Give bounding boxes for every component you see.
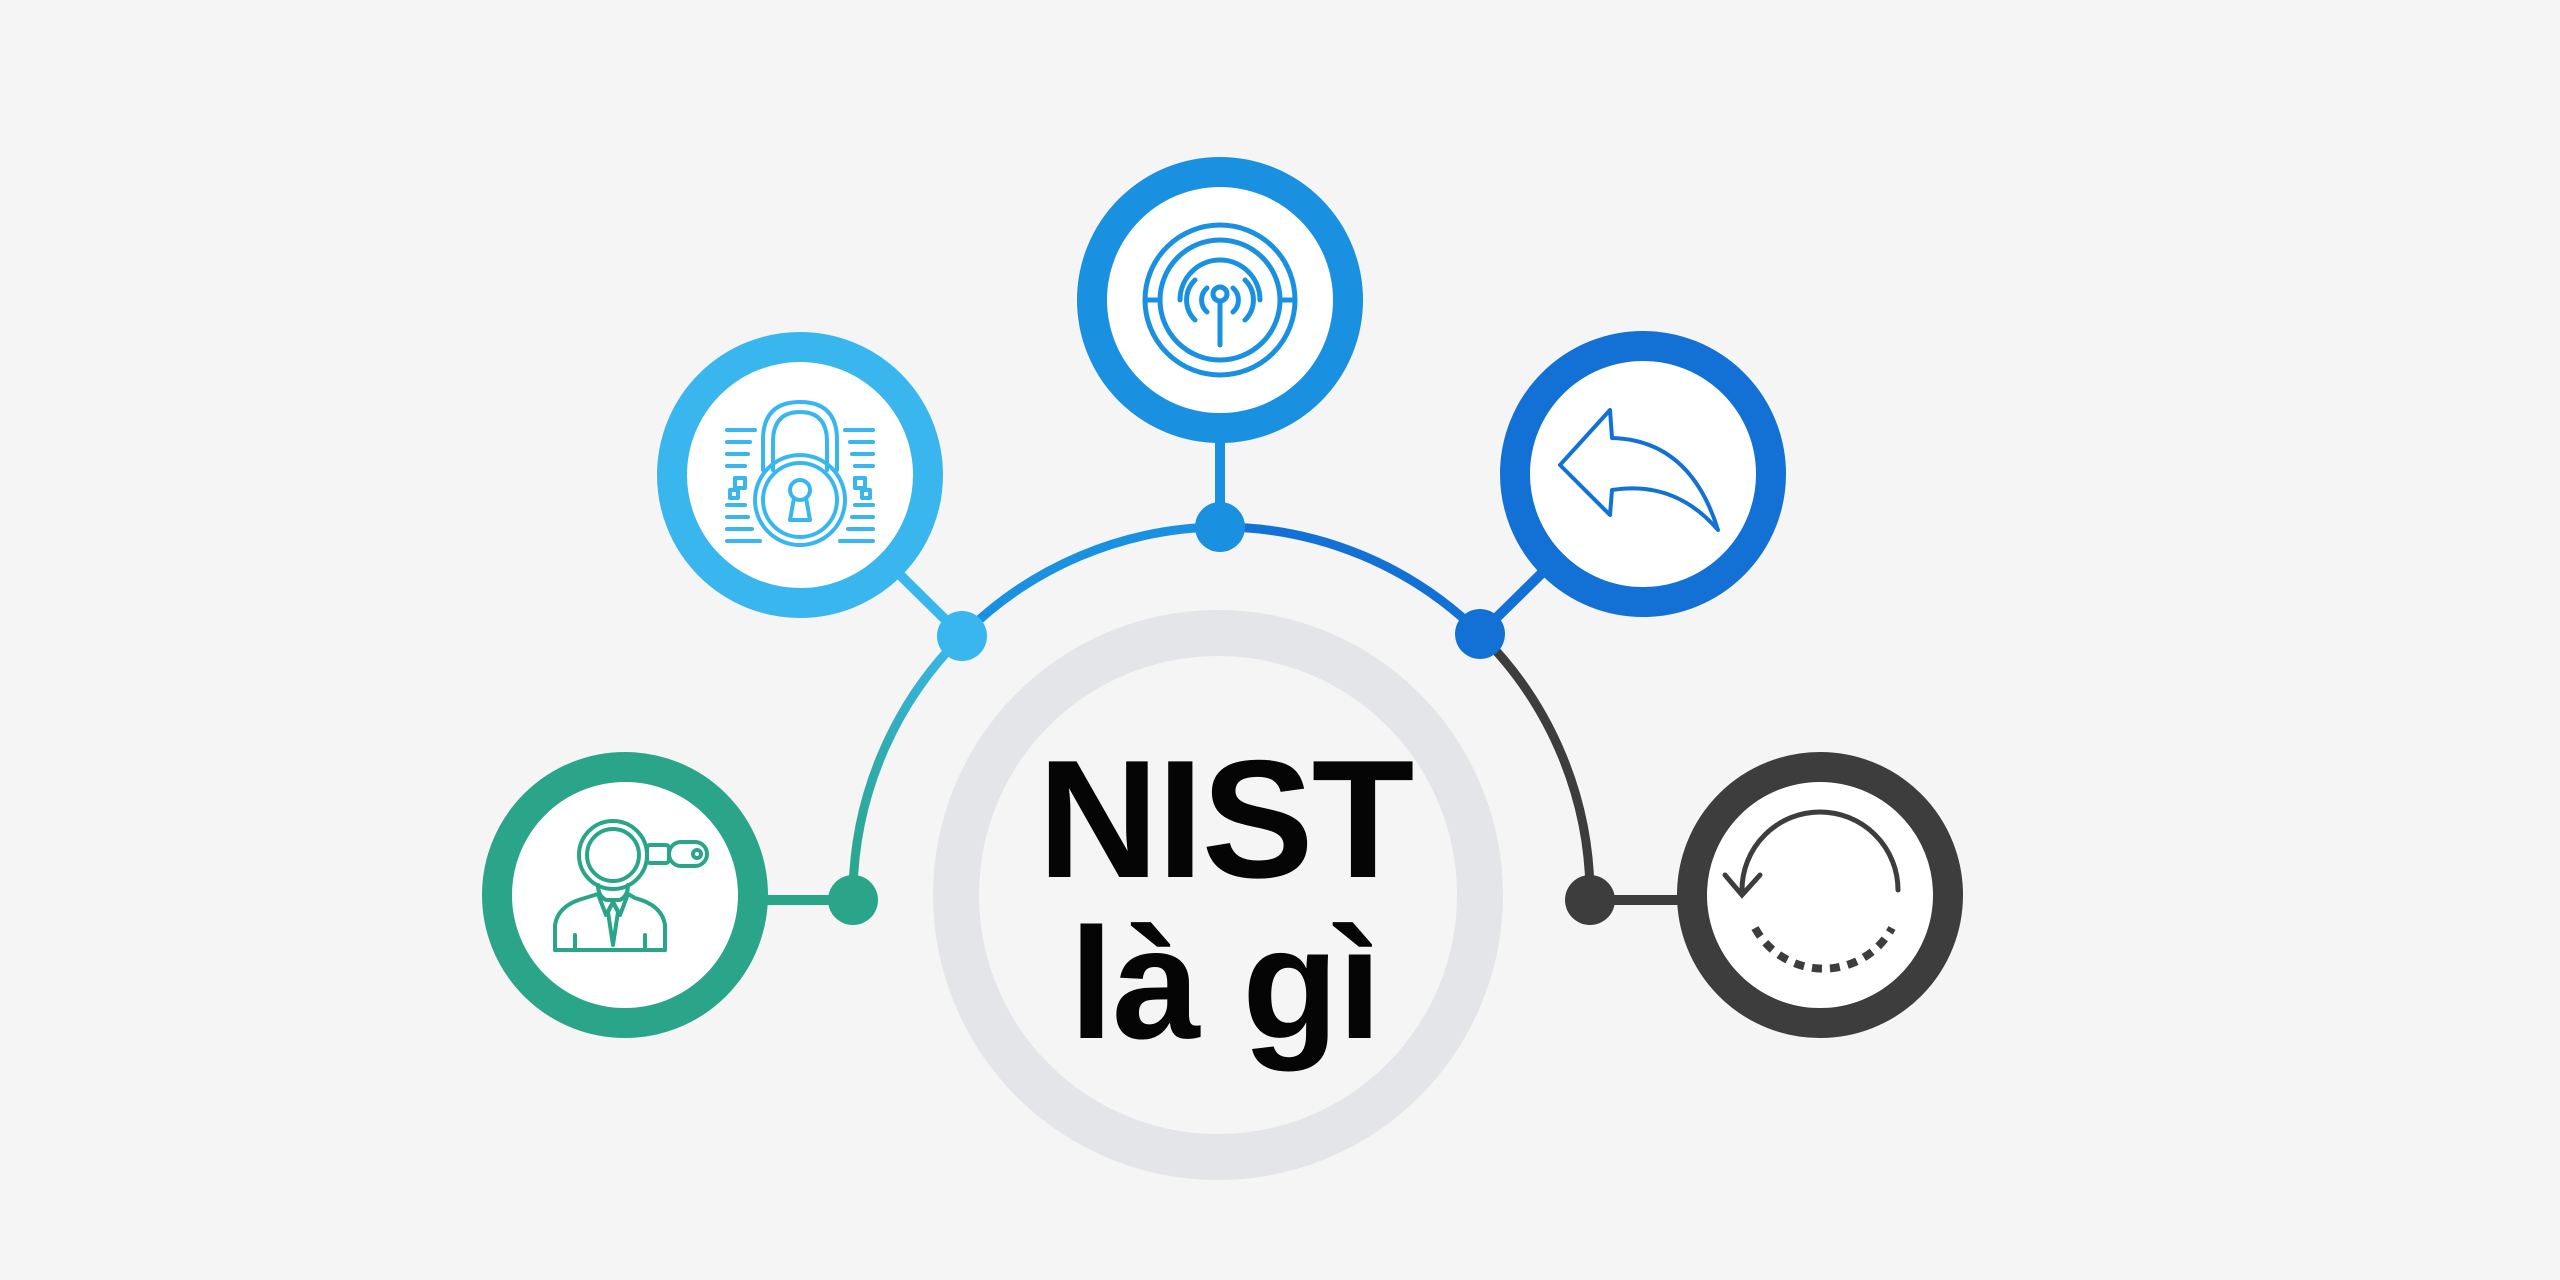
title-line-nist: NIST: [1037, 725, 1415, 913]
node-respond: [1500, 331, 1786, 617]
arc-segment-detect-respond: [1219, 522, 1484, 638]
node-identify: [482, 752, 768, 1038]
arc-segment-protect-detect: [958, 522, 1221, 640]
node-recover: [1677, 752, 1963, 1038]
junction-dot-protect: [937, 611, 987, 661]
arc-segment-respond-recover: [1475, 629, 1595, 905]
arc-segment-identify-protect: [848, 631, 967, 905]
padlock-icon: [725, 400, 875, 547]
junction-dot-identify: [828, 875, 878, 925]
title-line-la-gi: là gì: [1069, 896, 1381, 1072]
junction-dot-recover: [1565, 875, 1615, 925]
person-magnifier-icon: [553, 819, 709, 952]
radar-target-icon: [1142, 222, 1298, 378]
junction-dot-respond: [1455, 609, 1505, 659]
circular-recovery-arrow-icon: [1722, 809, 1901, 973]
center-title: NIST là gì: [985, 735, 1465, 1063]
node-protect: [657, 332, 943, 618]
center-ring: [933, 610, 1503, 1180]
reply-arrow-icon: [1558, 408, 1720, 532]
junction-dot-detect: [1195, 502, 1245, 552]
node-detect: [1077, 157, 1363, 443]
